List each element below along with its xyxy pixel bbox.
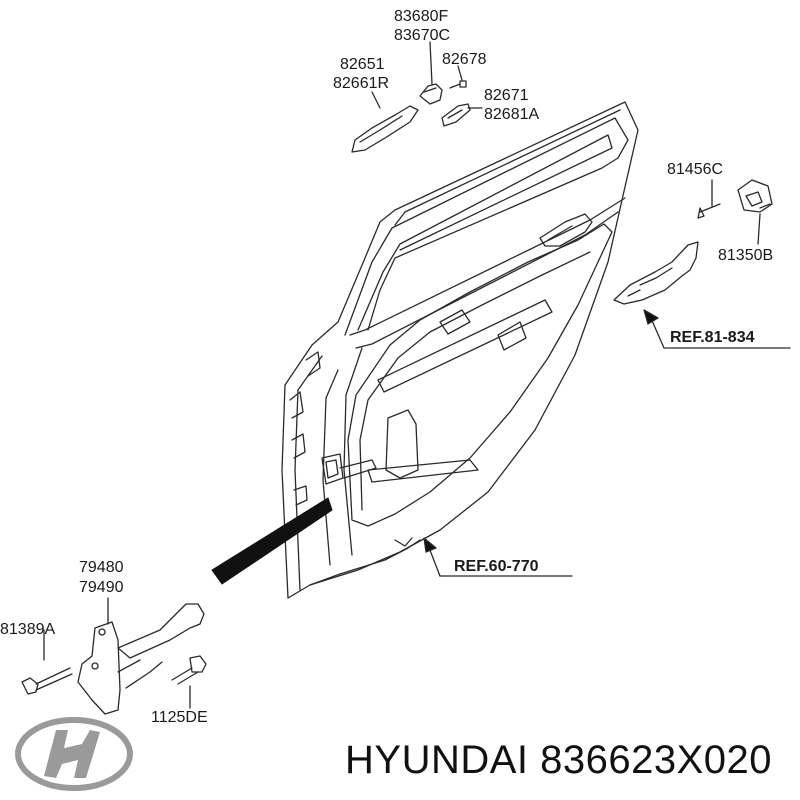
screw-82678 — [449, 80, 467, 89]
bolt-1125de — [171, 655, 207, 685]
bolt-81389a — [21, 667, 73, 695]
label-81389a: 81389A — [0, 621, 56, 638]
ref-pointer-60-770 — [423, 537, 573, 577]
bolt-81456c — [697, 203, 721, 219]
leader-lines — [43, 41, 761, 709]
check-link-wedge — [211, 497, 333, 585]
label-83670c: 83670C — [394, 27, 451, 44]
ref-pointer-81-834 — [643, 309, 791, 349]
label-81350b: 81350B — [718, 247, 774, 264]
hyundai-logo-icon — [15, 717, 133, 791]
latch-assembly — [613, 241, 699, 305]
brand-part-number: HYUNDAI 836623X020 — [345, 738, 773, 782]
label-79480: 79480 — [79, 559, 124, 576]
gasket-part — [441, 103, 471, 127]
outside-handle-part — [351, 105, 419, 153]
label-81456c: 81456C — [667, 161, 724, 178]
label-82681a: 82681A — [484, 106, 540, 123]
striker-part — [737, 179, 773, 213]
label-1125de: 1125DE — [151, 709, 208, 726]
rear-door-panel — [281, 101, 639, 599]
label-82678: 82678 — [442, 51, 487, 68]
handle-base-part — [419, 83, 443, 105]
label-82671: 82671 — [484, 87, 529, 104]
label-79490: 79490 — [79, 579, 124, 596]
label-82651: 82651 — [340, 56, 385, 73]
ref-label-81-834: REF.81-834 — [670, 329, 755, 346]
ref-label-60-770: REF.60-770 — [454, 558, 539, 575]
door-check-part — [77, 603, 205, 715]
label-82661r: 82661R — [333, 75, 390, 92]
label-83680f: 83680F — [394, 8, 449, 25]
